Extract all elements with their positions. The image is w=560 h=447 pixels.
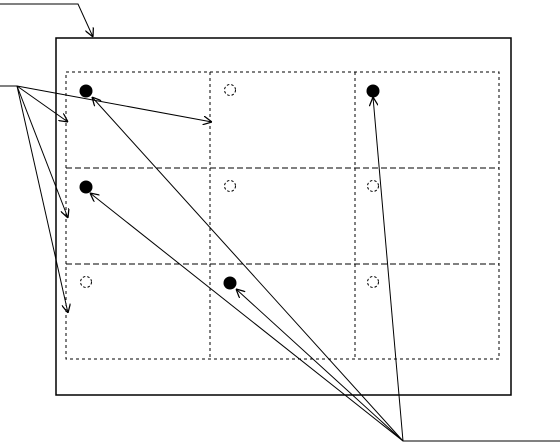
hollow-dot <box>225 181 236 192</box>
filled-dot <box>224 277 237 290</box>
hollow-dot <box>225 85 236 96</box>
dot-layer <box>80 85 380 290</box>
filled-dot-callout <box>90 97 560 441</box>
filled-dot <box>367 85 380 98</box>
hollow-dot <box>81 277 92 288</box>
filled-dot-callout-arrow-2 <box>90 193 403 441</box>
region-callout-arrow-1 <box>17 86 212 122</box>
hollow-dot <box>368 277 379 288</box>
filled-dot-callout-arrow-4 <box>373 97 403 441</box>
region-callout-arrow-2 <box>17 86 68 122</box>
filled-dot-callout-arrow-3 <box>236 289 403 441</box>
outer-frame <box>56 38 511 395</box>
region-callout <box>0 86 212 313</box>
region-grid <box>66 72 499 359</box>
filled-dot <box>80 181 93 194</box>
region-grid-border <box>66 72 499 359</box>
region-grid-rows <box>66 168 499 264</box>
hollow-dot <box>368 181 379 192</box>
filled-dot <box>80 85 93 98</box>
filled-dot-callout-arrow-1 <box>92 97 403 441</box>
outer-frame-callout-line <box>0 4 93 37</box>
outer-frame-callout <box>0 4 93 37</box>
